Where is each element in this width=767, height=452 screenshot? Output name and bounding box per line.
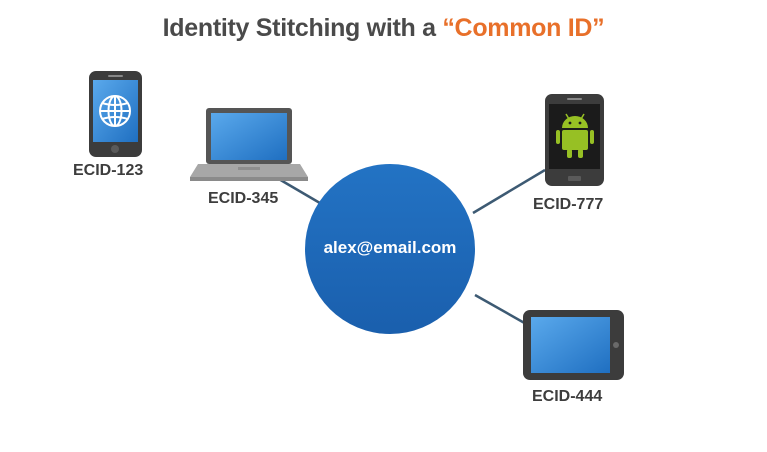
label-ecid-444: ECID-444 [532, 388, 603, 405]
android-icon [556, 113, 594, 158]
connector-ecid-444 [474, 293, 529, 327]
globe-icon [99, 95, 131, 127]
connector-ecid-777 [472, 168, 546, 215]
title-accent: “Common ID” [442, 14, 605, 42]
device-tablet-ecid-444 [523, 310, 624, 380]
label-ecid-777: ECID-777 [533, 196, 604, 213]
diagram-title: Identity Stitching with a “Common ID” [0, 14, 767, 43]
label-ecid-123: ECID-123 [73, 162, 144, 179]
common-id-hub [305, 164, 475, 334]
hub-email-label: alex@email.com [323, 238, 457, 257]
device-phone-ecid-123 [89, 71, 142, 157]
device-laptop-ecid-345 [190, 108, 308, 181]
label-ecid-345: ECID-345 [208, 190, 279, 207]
device-phone-ecid-777 [545, 94, 604, 186]
title-prefix: Identity Stitching with a [162, 14, 443, 42]
